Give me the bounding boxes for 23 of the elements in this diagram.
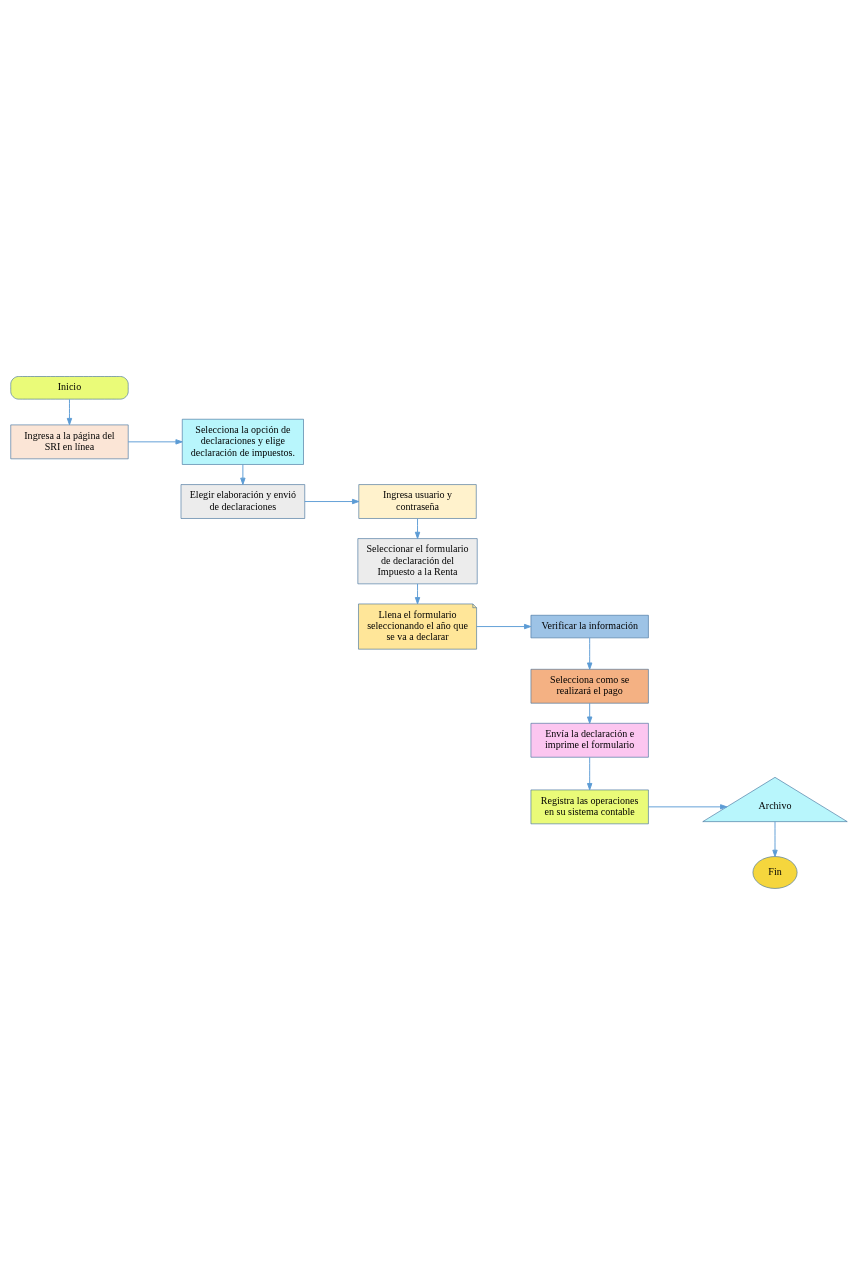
arrow (587, 756, 593, 790)
arrow (240, 463, 246, 485)
arrow (772, 820, 778, 857)
node-box: Seleccionar el formulario de declaración del Impuesto a la Renta (357, 537, 478, 584)
arrow (414, 582, 421, 604)
arrow (648, 803, 728, 810)
arrow (127, 438, 183, 445)
node-box: Ingresa usuario y contraseña (358, 483, 477, 519)
node-box: Inicio (10, 375, 129, 399)
node-box: Registra las operaciones en su sistema contable (530, 789, 649, 824)
node-box: Envía la declaración e imprime el formulario (530, 722, 649, 758)
arrow (587, 636, 593, 670)
arrow (587, 702, 593, 724)
node-box: Elegir elaboración y envió de declaraciones (180, 483, 306, 519)
node-ellipse: Fin (752, 855, 798, 889)
node-box: Verificar la información (530, 614, 649, 638)
node-box: Selecciona la opción de declaraciones y elige declaración de impuestos. (181, 418, 304, 465)
arrow (304, 498, 360, 504)
arrow (476, 623, 532, 629)
arrow (66, 398, 73, 425)
node-box: Selecciona como se realizará el pago (530, 668, 649, 704)
node-box: Ingresa a la página del SRI en línea (10, 424, 129, 459)
arrow (414, 517, 421, 539)
